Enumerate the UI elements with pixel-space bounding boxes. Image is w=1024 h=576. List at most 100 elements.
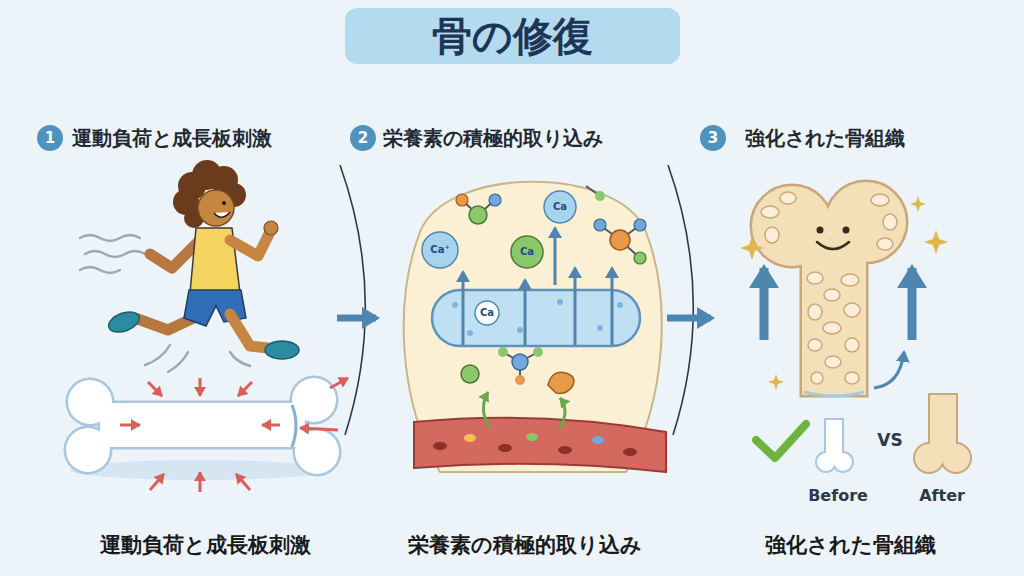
bone-horizontal <box>292 378 336 422</box>
bone-strengthened <box>780 192 796 204</box>
runner-figure <box>80 160 299 372</box>
step-heading: 強化された骨組織 <box>745 125 1000 151</box>
nutrient-uptake <box>483 392 490 428</box>
nutrient-uptake <box>433 442 447 450</box>
nutrient-uptake <box>414 418 666 472</box>
bone-strengthened <box>802 240 866 395</box>
step-caption: 強化された骨組織 <box>715 530 985 560</box>
bone-strengthened <box>761 206 779 218</box>
nutrient-uptake <box>464 434 476 442</box>
bone-strengthened <box>883 214 897 230</box>
load-arrow <box>238 382 252 396</box>
bone-strengthened <box>764 268 912 340</box>
step-heading: 運動負荷と成長板刺激 <box>72 125 332 151</box>
runner-figure <box>85 251 145 257</box>
bone-strengthened <box>740 196 948 390</box>
load-arrow <box>120 378 348 492</box>
runner-figure <box>80 267 120 273</box>
before-after <box>930 395 956 453</box>
bone-strengthened <box>752 182 906 395</box>
bone-horizontal <box>66 428 110 472</box>
nutrient-uptake <box>483 392 565 428</box>
before-after <box>834 453 852 471</box>
before-after <box>817 420 852 471</box>
nutrient-uptake <box>623 448 637 456</box>
runner-figure <box>173 160 246 228</box>
nutrient-uptake <box>557 299 563 305</box>
load-arrow <box>300 428 338 430</box>
flow-arrow <box>337 315 376 322</box>
ion-label: Ca <box>553 201 567 213</box>
nutrient-uptake <box>498 347 508 357</box>
bone-strengthened <box>740 182 948 396</box>
nutrient-uptake <box>560 398 565 428</box>
bone-horizontal <box>295 430 339 474</box>
nutrient-uptake <box>461 365 479 383</box>
before-after <box>915 444 943 472</box>
runner-figure <box>106 308 142 336</box>
bone-strengthened <box>924 230 948 254</box>
nutrient-uptake <box>422 232 458 268</box>
before-after <box>817 453 835 471</box>
bone-horizontal <box>68 380 112 424</box>
nutrient-uptake <box>512 354 528 370</box>
bone-horizontal <box>100 403 305 447</box>
nutrient-uptake <box>611 268 614 345</box>
bone-strengthened <box>844 303 860 317</box>
bone-strengthened <box>817 227 824 234</box>
before-after <box>915 395 970 472</box>
runner-figure <box>214 212 230 217</box>
step-caption: 栄養素の積極的取り込み <box>380 530 670 560</box>
runner-figure <box>222 201 226 205</box>
runner-figure <box>230 232 270 256</box>
title: 骨の修復 <box>345 8 680 64</box>
callout-number: 1 <box>37 125 63 151</box>
bone-strengthened <box>752 182 906 395</box>
nutrient-uptake <box>475 301 499 325</box>
bone-strengthened <box>804 392 864 396</box>
nutrient-uptake <box>574 268 577 345</box>
bone-horizontal <box>68 380 112 424</box>
bone-strengthened <box>845 338 859 352</box>
bone-strengthened <box>823 322 841 334</box>
nutrient-uptake <box>592 436 604 444</box>
bone-strengthened <box>825 356 841 368</box>
load-arrow <box>120 424 140 427</box>
bone-horizontal <box>292 405 296 447</box>
bone-strengthened <box>768 374 784 390</box>
bone-horizontal <box>292 378 336 422</box>
nutrient-uptake <box>433 433 637 456</box>
step-panel: 栄養素の積極的取り込み栄養素の積極的取り込み <box>380 120 665 565</box>
runner-figure <box>168 352 188 372</box>
bone-strengthened <box>871 194 889 206</box>
nutrient-uptake <box>533 347 543 357</box>
load-arrow <box>262 424 280 427</box>
flow-arrow <box>667 315 711 322</box>
title-box: 骨の修復 <box>345 8 680 64</box>
before-after <box>817 453 835 471</box>
ion-label: Ca⁺ <box>430 244 449 256</box>
bone-horizontal <box>66 378 339 474</box>
runner-figure <box>230 352 250 366</box>
bone-strengthened <box>874 352 904 388</box>
bone-horizontal <box>66 378 339 474</box>
compare-label: VS <box>877 430 902 450</box>
nutrient-uptake <box>548 372 574 393</box>
bone-horizontal <box>100 403 305 447</box>
callout-number: 2 <box>350 125 376 151</box>
bone-horizontal <box>295 430 339 474</box>
nutrient-uptake <box>517 327 523 333</box>
nutrient-uptake <box>452 302 458 308</box>
nutrient-uptake <box>594 219 606 231</box>
bone-strengthened <box>910 196 926 212</box>
before-after <box>756 395 970 472</box>
bone-strengthened <box>811 372 823 384</box>
nutrient-uptake <box>463 228 612 345</box>
callout-number: 3 <box>700 125 726 151</box>
nutrient-uptake <box>456 194 468 206</box>
nutrient-uptake <box>617 302 623 308</box>
before-after <box>930 395 956 453</box>
ion-label: Ca <box>520 246 534 258</box>
nutrient-uptake <box>526 433 538 441</box>
